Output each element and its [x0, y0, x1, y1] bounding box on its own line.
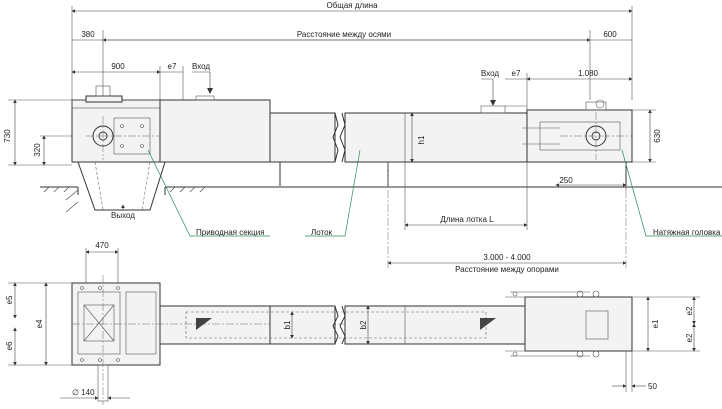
dim-50-label: 50 — [648, 382, 657, 391]
plan-left-dimensions: e5 e6 e4 — [5, 282, 72, 366]
height-dimensions-left: 730 320 — [3, 99, 100, 166]
e6-label: e6 — [5, 341, 14, 350]
b2-label: b2 — [359, 320, 368, 329]
tension-dimensions: Вход e7 1.080 — [481, 69, 633, 112]
tension-head-plan: e1 e2 e2 50 — [505, 290, 700, 392]
right-offset-label: 600 — [603, 30, 617, 39]
height-h1-label: h1 — [417, 135, 426, 144]
axis-distance-label: Расстояние между осями — [297, 30, 391, 39]
drive-section-side — [71, 85, 271, 211]
tension-head-side: 630 250 — [522, 99, 662, 190]
e7-right-label: e7 — [512, 69, 521, 78]
width-470-label: 470 — [95, 241, 109, 250]
e2-top-label: e2 — [685, 306, 694, 315]
outlet-label: Выход — [111, 211, 135, 220]
trough-length-label: Длина лотка L — [440, 215, 494, 224]
inlet-right-label: Вход — [481, 69, 499, 78]
e1-label: e1 — [651, 319, 660, 328]
height-630-label: 630 — [653, 129, 662, 143]
left-offset-label: 380 — [81, 30, 95, 39]
b1-label: b1 — [283, 320, 292, 329]
dia-140-label: ∅ 140 — [72, 388, 95, 397]
drive-length-label: 900 — [111, 62, 125, 71]
drive-section-leader: Приводная секция — [147, 149, 270, 237]
overall-length-label: Общая длина — [326, 1, 378, 10]
tension-head-leader: Натяжная головка — [621, 149, 722, 237]
trough-plan: b1 b2 — [185, 305, 526, 345]
overall-length-dimension: Общая длина — [71, 1, 633, 100]
support-spacing-dimension: 3.000 - 4.000 Расстояние между опорами — [387, 162, 627, 274]
e7-left-label: e7 — [168, 62, 177, 71]
ground-line — [40, 186, 722, 213]
drive-section-label: Приводная секция — [196, 228, 265, 237]
outlet: Выход — [111, 204, 135, 220]
e4-label: e4 — [35, 319, 44, 328]
tension-head-label: Натяжная головка — [653, 228, 721, 237]
trough-label: Лоток — [311, 228, 333, 237]
trough-length-dimension: Длина лотка L — [404, 162, 528, 230]
e2-bottom-label: e2 — [685, 333, 694, 342]
support-spacing-value: 3.000 - 4.000 — [483, 253, 531, 262]
axis-distance-dimension: 380 Расстояние между осями 600 — [72, 30, 632, 100]
shaft-diameter: ∅ 140 — [60, 388, 130, 400]
drive-dimensions: 900 e7 Вход — [71, 62, 213, 100]
inlet-left-label: Вход — [192, 62, 210, 71]
support-spacing-label: Расстояние между опорами — [455, 265, 559, 274]
trough-leader: Лоток — [305, 149, 361, 237]
height-320-label: 320 — [33, 143, 42, 157]
supports — [276, 161, 627, 186]
tension-length-label: 1.080 — [578, 69, 599, 78]
trough-side: h1 — [269, 105, 528, 163]
dim-250-label: 250 — [559, 176, 573, 185]
e5-label: e5 — [5, 295, 14, 304]
height-730-label: 730 — [3, 129, 12, 143]
